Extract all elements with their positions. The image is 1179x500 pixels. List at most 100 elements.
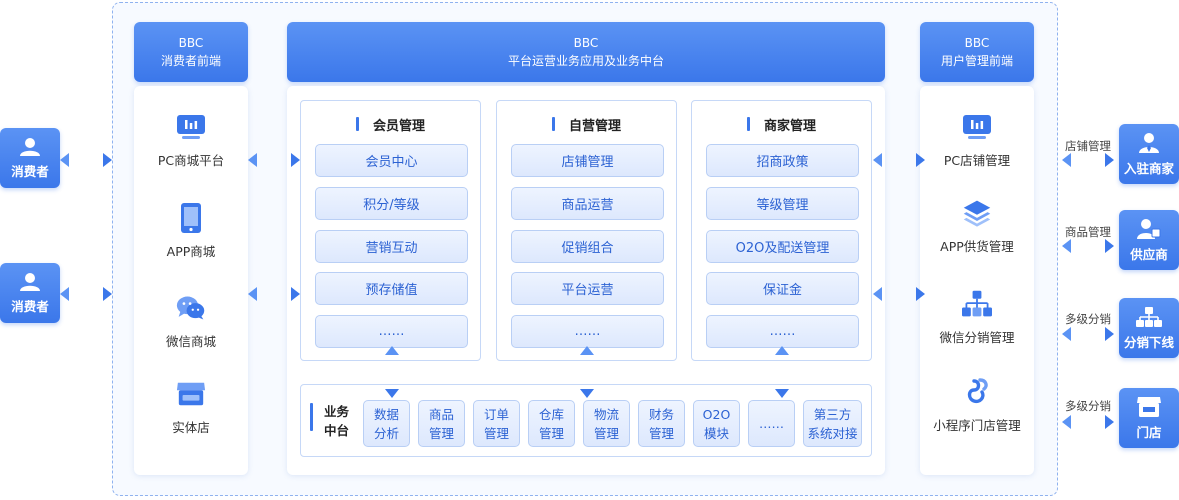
right-item-label: APP供货管理	[940, 239, 1014, 254]
right-item-pc-shop: PC店铺管理	[920, 112, 1034, 169]
link-label-multi-level-distribution: 多级分销	[1065, 312, 1111, 326]
right-item-label: PC店铺管理	[943, 153, 1011, 168]
title-bar	[551, 117, 555, 131]
biz-title-bar	[310, 403, 313, 431]
right-item-label: 微信分销管理	[939, 330, 1015, 345]
right-header-line1: BBC	[964, 36, 990, 50]
deposit-item[interactable]: 保证金	[706, 272, 859, 305]
supplier-icon	[1137, 218, 1161, 239]
consumer-actor-1: 消费者	[0, 128, 60, 188]
arrow-right-store	[1062, 415, 1114, 429]
supplier-label: 供应商	[1130, 246, 1168, 262]
title-bar	[746, 117, 750, 131]
title-bar	[355, 117, 359, 131]
merchant-actor: 入驻商家	[1119, 124, 1179, 184]
group-title-text: 商家管理	[763, 118, 816, 134]
module-product-management[interactable]: 商品 管理	[418, 400, 465, 447]
group-self-operated-management: 自营管理 店铺管理 商品运营 促销组合 平台运营 ……	[496, 100, 677, 361]
group-member-management: 会员管理 会员中心 积分/等级 营销互动 预存储值 ……	[300, 100, 481, 361]
center-header-line1: BBC	[573, 36, 599, 50]
link-label-product-management: 商品管理	[1065, 225, 1111, 239]
left-item-wechat-mall: 微信商城	[134, 293, 248, 350]
supplier-actor: 供应商	[1119, 210, 1179, 270]
right-header-line2: 用户管理前端	[940, 54, 1013, 68]
module-third-party[interactable]: 第三方 系统对接	[803, 400, 862, 447]
arrow-right-supplier	[1062, 239, 1114, 253]
left-header-line1: BBC	[178, 36, 204, 50]
left-item-label: PC商城平台	[157, 153, 225, 168]
group-merchant-management: 商家管理 招商政策 等级管理 O2O及配送管理 保证金 ……	[691, 100, 872, 361]
group-title: 自营管理	[497, 114, 676, 134]
distributor-label: 分销下线	[1123, 334, 1174, 350]
right-header: BBC 用户管理前端	[920, 22, 1034, 82]
arrow-group2-to-middle	[580, 346, 594, 398]
left-item-physical-store: 实体店	[134, 379, 248, 436]
platform-operation-item[interactable]: 平台运营	[511, 272, 664, 305]
store-icon	[176, 379, 206, 409]
monitor-icon	[962, 112, 992, 142]
product-operation-item[interactable]: 商品运营	[511, 187, 664, 220]
right-panel	[920, 86, 1034, 475]
marketing-interaction-item[interactable]: 营销互动	[315, 230, 468, 263]
arrow-consumer1-left	[60, 153, 112, 167]
arrow-group1-to-middle	[385, 346, 399, 398]
more-item[interactable]: ……	[706, 315, 859, 348]
consumer-label: 消费者	[11, 298, 49, 314]
left-header-line2: 消费者前端	[160, 54, 221, 68]
left-item-app-mall: APP商城	[134, 203, 248, 260]
module-logistics-management[interactable]: 物流 管理	[583, 400, 630, 447]
right-item-mini-program: 小程序门店管理	[920, 377, 1034, 434]
store-icon	[1137, 396, 1161, 417]
biz-label: 业务 中台	[324, 402, 349, 440]
org-chart-icon	[962, 289, 992, 319]
module-finance-management[interactable]: 财务 管理	[638, 400, 685, 447]
prepaid-storage-item[interactable]: 预存储值	[315, 272, 468, 305]
right-item-app-supply: APP供货管理	[920, 198, 1034, 255]
module-more[interactable]: ……	[748, 400, 795, 447]
module-order-management[interactable]: 订单 管理	[473, 400, 520, 447]
merchant-label: 入驻商家	[1123, 160, 1174, 176]
left-item-pc-mall: PC商城平台	[134, 112, 248, 169]
merchant-icon	[1139, 132, 1159, 153]
layers-icon	[962, 198, 992, 228]
left-item-label: 实体店	[172, 420, 210, 435]
group-title: 商家管理	[692, 114, 871, 134]
consumer-label: 消费者	[11, 163, 49, 179]
store-label: 门店	[1136, 424, 1162, 440]
member-center-item[interactable]: 会员中心	[315, 144, 468, 177]
o2o-delivery-item[interactable]: O2O及配送管理	[706, 230, 859, 263]
center-header-line2: 平台运营业务应用及业务中台	[507, 54, 664, 68]
promotion-combo-item[interactable]: 促销组合	[511, 230, 664, 263]
right-item-label: 小程序门店管理	[933, 418, 1021, 433]
module-o2o[interactable]: O2O 模块	[693, 400, 740, 447]
phone-icon	[176, 203, 206, 233]
center-header: BBC 平台运营业务应用及业务中台	[287, 22, 885, 82]
arrow-left-to-center-1	[248, 153, 300, 167]
user-icon	[20, 272, 40, 291]
shop-management-item[interactable]: 店铺管理	[511, 144, 664, 177]
consumer-actor-2: 消费者	[0, 263, 60, 323]
arrow-center-to-right-1	[873, 153, 925, 167]
level-management-item[interactable]: 等级管理	[706, 187, 859, 220]
arrow-consumer2-left	[60, 287, 112, 301]
group-title-text: 会员管理	[372, 118, 425, 134]
arrow-center-to-right-2	[873, 287, 925, 301]
user-icon	[20, 137, 40, 156]
group-title: 会员管理	[301, 114, 480, 134]
left-item-label: 微信商城	[165, 334, 216, 349]
arrow-right-merchant	[1062, 153, 1114, 167]
investment-policy-item[interactable]: 招商政策	[706, 144, 859, 177]
store-actor: 门店	[1119, 388, 1179, 448]
group-title-text: 自营管理	[568, 118, 621, 134]
right-item-wechat-distribution: 微信分销管理	[920, 289, 1034, 346]
monitor-icon	[176, 112, 206, 142]
arrow-left-to-center-2	[248, 287, 300, 301]
left-item-label: APP商城	[166, 244, 216, 259]
biz-label-line1: 业务	[324, 404, 350, 419]
module-data-analysis[interactable]: 数据 分析	[363, 400, 410, 447]
module-warehouse-management[interactable]: 仓库 管理	[528, 400, 575, 447]
link-label-multi-level-distribution-2: 多级分销	[1065, 399, 1111, 413]
points-level-item[interactable]: 积分/等级	[315, 187, 468, 220]
network-icon	[1136, 306, 1162, 327]
